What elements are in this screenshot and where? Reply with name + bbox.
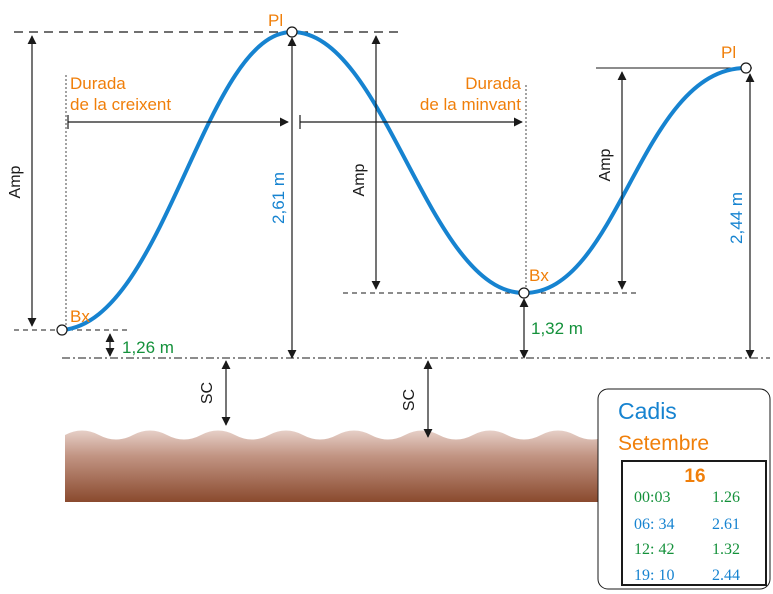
first-low-label: Bx xyxy=(70,307,90,326)
tide-row-1-height: 1.26 xyxy=(712,489,740,506)
first-high-height-label: 2,61 m xyxy=(269,172,288,224)
tide-row-4-height: 2.44 xyxy=(712,567,740,584)
chart-datum-label-1: SC xyxy=(199,382,216,404)
second-low-point xyxy=(518,287,530,299)
falling-duration-label-line2: de la minvant xyxy=(420,95,521,114)
tide-table-card: Cadis Setembre 16 00:03 1.26 06: 34 2.61… xyxy=(597,388,771,590)
tide-table-day: 16 xyxy=(684,466,705,487)
first-high-point xyxy=(286,26,298,38)
second-low-label: Bx xyxy=(529,266,549,285)
second-high-label: Pl xyxy=(721,43,736,62)
first-low-point xyxy=(56,324,68,336)
tide-curve xyxy=(61,29,747,332)
chart-datum-label-2: SC xyxy=(401,389,418,411)
tide-row-4-time: 19: 10 xyxy=(634,567,674,584)
tide-table-place: Cadis xyxy=(618,398,677,424)
falling-duration-label-line1: Durada xyxy=(465,74,521,93)
tide-row-2-time: 06: 34 xyxy=(634,516,674,533)
tide-table-month: Setembre xyxy=(618,432,709,455)
second-high-height-label: 2,44 m xyxy=(727,192,746,244)
rising-duration-label-line1: Durada xyxy=(70,74,126,93)
tide-row-3-time: 12: 42 xyxy=(634,541,674,558)
second-high-point xyxy=(740,62,752,74)
tide-table-inner-frame xyxy=(621,460,767,586)
second-low-height-label: 1,32 m xyxy=(531,319,583,338)
tide-row-3-height: 1.32 xyxy=(712,541,740,558)
seabed xyxy=(65,430,609,502)
amplitude-label-2: Amp xyxy=(351,163,368,196)
first-high-label: Pl xyxy=(268,11,283,30)
amplitude-label-1: Amp xyxy=(7,165,24,198)
tide-row-2-height: 2.61 xyxy=(712,516,740,533)
first-low-height-label: 1,26 m xyxy=(122,338,174,357)
tide-row-1-time: 00:03 xyxy=(634,489,670,506)
rising-duration-label-line2: de la creixent xyxy=(70,95,171,114)
amplitude-label-3: Amp xyxy=(597,148,614,181)
